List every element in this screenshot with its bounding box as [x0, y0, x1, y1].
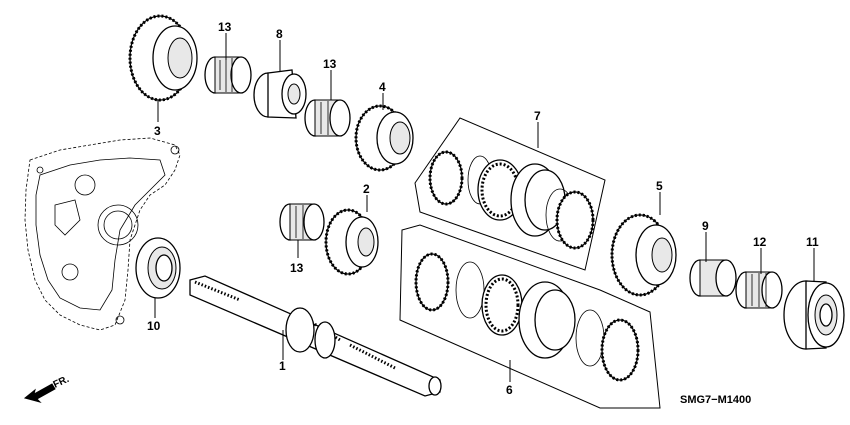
- label-part-13-low: 13: [290, 261, 304, 275]
- part-gear-4: [354, 104, 414, 172]
- label-part-7: 7: [534, 109, 541, 123]
- part-gear-3: [128, 14, 198, 102]
- part-collar-9: [689, 259, 737, 297]
- part-needle-bearing-13-mid: [304, 99, 351, 137]
- part-bearing-10: [135, 237, 181, 299]
- label-part-11: 11: [806, 235, 819, 249]
- part-needle-bearing-13-top: [204, 56, 252, 94]
- label-part-12: 12: [753, 235, 767, 249]
- part-gear-5: [610, 213, 677, 297]
- part-synchronizer-assembly-7: [414, 117, 606, 271]
- label-part-5: 5: [656, 179, 663, 193]
- label-part-4: 4: [379, 80, 386, 94]
- label-part-6: 6: [506, 383, 513, 397]
- part-mainshaft-1: [189, 275, 442, 397]
- part-collar-8: [253, 69, 307, 119]
- part-needle-bearing-13-low: [279, 203, 325, 241]
- front-direction-label: FR.: [52, 374, 71, 391]
- label-part-1: 1: [279, 359, 286, 373]
- label-part-8: 8: [276, 27, 283, 41]
- label-part-2: 2: [363, 182, 370, 196]
- diagram-code: SMG7−M1400: [680, 394, 751, 406]
- front-arrow-icon: [23, 383, 56, 403]
- label-part-13-top: 13: [218, 20, 232, 34]
- part-synchronizer-assembly-6: [399, 224, 661, 409]
- label-part-3: 3: [154, 124, 161, 138]
- label-part-9: 9: [702, 219, 709, 233]
- front-direction-indicator: FR.: [23, 374, 71, 403]
- transmission-case: [24, 137, 181, 331]
- part-needle-bearing-12: [735, 271, 783, 309]
- label-part-13-mid: 13: [323, 57, 337, 71]
- part-gear-2: [324, 208, 379, 276]
- label-part-10: 10: [147, 319, 161, 333]
- leader-lines: [154, 33, 815, 382]
- part-bearing-11: [783, 280, 845, 350]
